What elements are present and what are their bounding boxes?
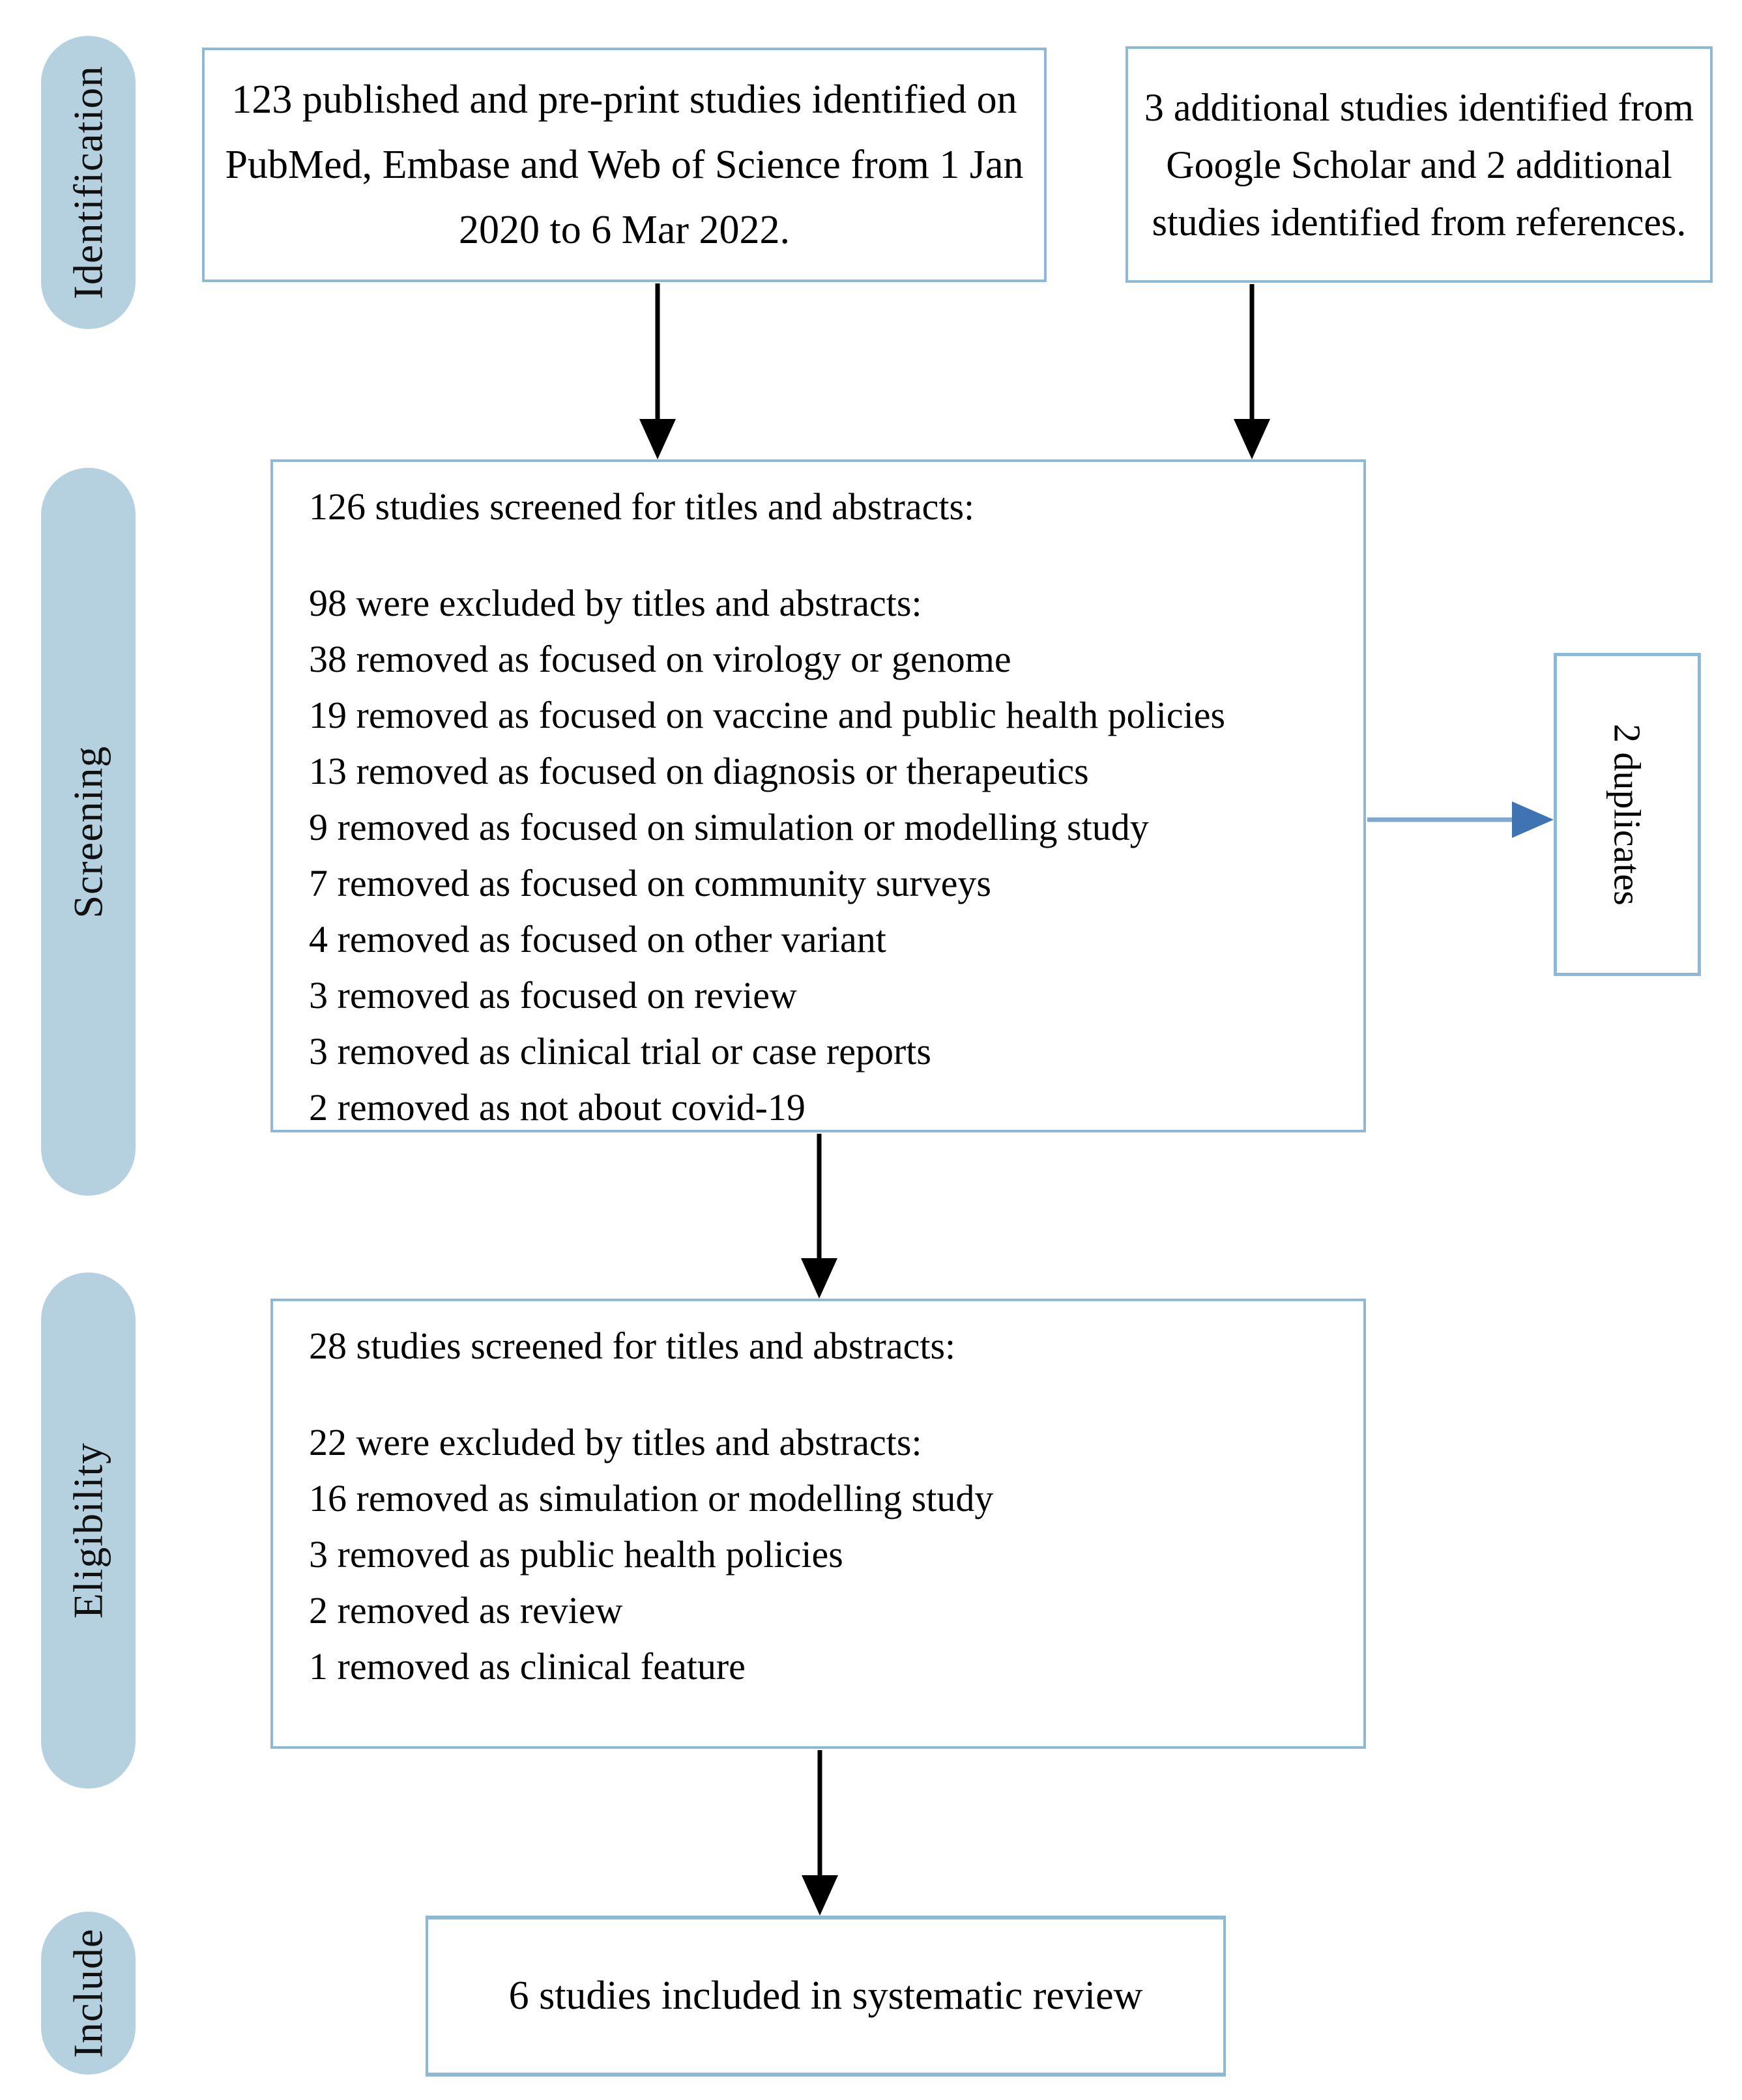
box-databases-identified-text: 123 published and pre-print studies iden… — [225, 78, 1024, 252]
screening-title: 126 studies screened for titles and abst… — [309, 485, 975, 528]
exclusion-line: 4 removed as focused on other variant — [309, 918, 886, 960]
arrow-databases-to-screening — [639, 283, 676, 459]
exclusion-line: 19 removed as focused on vaccine and pub… — [309, 694, 1226, 736]
exclusion-line: 1 removed as clinical feature — [309, 1645, 746, 1688]
box-included-text: 6 studies included in systematic review — [508, 1974, 1143, 2018]
screening-excluded-header: 98 were excluded by titles and abstracts… — [309, 582, 922, 624]
spacer — [309, 1374, 1350, 1415]
box-duplicates: 2 duplicates — [1554, 653, 1701, 976]
spacer — [309, 535, 1350, 575]
eligibility-excluded-header: 22 were excluded by titles and abstracts… — [309, 1421, 922, 1463]
stage-pill-include: Include — [41, 1912, 136, 2075]
stage-label-identification: Identification — [65, 65, 111, 300]
box-databases-identified: 123 published and pre-print studies iden… — [202, 48, 1047, 282]
arrow-screening-to-eligibility — [801, 1134, 837, 1299]
exclusion-line: 9 removed as focused on simulation or mo… — [309, 806, 1149, 848]
arrow-eligibility-to-included — [802, 1750, 838, 1916]
exclusion-line: 3 removed as focused on review — [309, 974, 797, 1016]
stage-label-include: Include — [65, 1928, 111, 2058]
exclusion-line: 2 removed as not about covid-19 — [309, 1086, 806, 1129]
exclusion-line: 2 removed as review — [309, 1589, 623, 1632]
box-eligibility-content: 28 studies screened for titles and abstr… — [273, 1301, 1363, 1695]
eligibility-title: 28 studies screened for titles and abstr… — [309, 1325, 956, 1367]
exclusion-line: 3 removed as public health policies — [309, 1533, 843, 1575]
stage-label-eligibility: Eligibility — [65, 1442, 111, 1619]
stage-label-screening: Screening — [65, 745, 111, 918]
exclusion-line: 3 removed as clinical trial or case repo… — [309, 1030, 931, 1072]
box-eligibility: 28 studies screened for titles and abstr… — [270, 1299, 1366, 1749]
box-screening-content: 126 studies screened for titles and abst… — [273, 462, 1363, 1136]
arrow-screening-to-duplicates — [1367, 801, 1554, 838]
box-other-sources-identified-text: 3 additional studies identified from Goo… — [1144, 85, 1694, 244]
stage-pill-identification: Identification — [41, 36, 136, 329]
box-other-sources-identified: 3 additional studies identified from Goo… — [1125, 46, 1713, 283]
exclusion-line: 38 removed as focused on virology or gen… — [309, 638, 1011, 680]
stage-pill-screening: Screening — [41, 468, 136, 1196]
stage-pill-eligibility: Eligibility — [41, 1273, 136, 1789]
box-included: 6 studies included in systematic review — [426, 1916, 1226, 2077]
box-screening: 126 studies screened for titles and abst… — [270, 459, 1366, 1132]
exclusion-line: 13 removed as focused on diagnosis or th… — [309, 750, 1089, 792]
arrow-other-sources-to-screening — [1234, 284, 1270, 459]
exclusion-line: 7 removed as focused on community survey… — [309, 862, 992, 904]
exclusion-line: 16 removed as simulation or modelling st… — [309, 1477, 994, 1519]
box-duplicates-text: 2 duplicates — [1606, 723, 1649, 906]
